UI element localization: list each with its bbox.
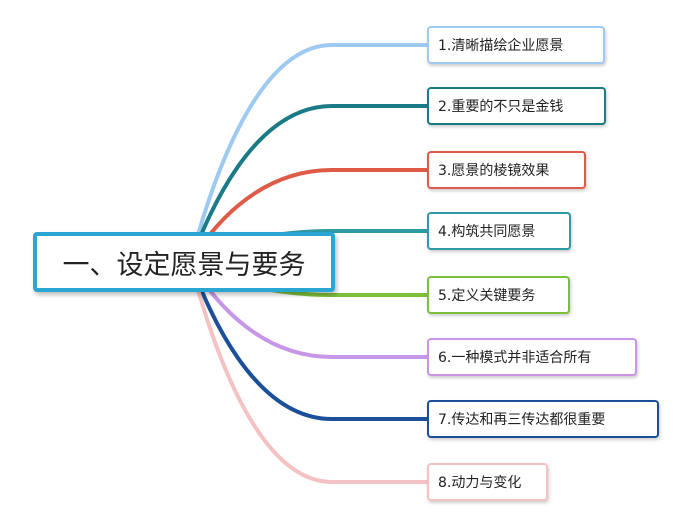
branch-topic-label: 1.清晰描绘企业愿景 (438, 38, 564, 54)
branch-topic-4[interactable]: 4.构筑共同愿景 (427, 212, 571, 250)
root-topic[interactable]: 一、设定愿景与要务 (33, 232, 335, 292)
branch-topic-label: 7.传达和再三传达都很重要 (438, 412, 606, 428)
branch-topic-6[interactable]: 6.一种模式并非适合所有 (427, 338, 637, 376)
branch-topic-label: 4.构筑共同愿景 (438, 224, 536, 240)
branch-topic-label: 6.一种模式并非适合所有 (438, 350, 592, 366)
branch-topic-2[interactable]: 2.重要的不只是金钱 (427, 87, 606, 125)
branch-topic-8[interactable]: 8.动力与变化 (427, 463, 548, 501)
branch-topic-label: 3.愿景的棱镜效果 (438, 163, 550, 179)
branch-topic-7[interactable]: 7.传达和再三传达都很重要 (427, 400, 659, 438)
branch-topic-label: 2.重要的不只是金钱 (438, 99, 564, 115)
root-topic-label: 一、设定愿景与要务 (62, 249, 306, 281)
branch-topic-5[interactable]: 5.定义关键要务 (427, 276, 570, 314)
branch-topic-label: 5.定义关键要务 (438, 288, 536, 304)
branch-topic-3[interactable]: 3.愿景的棱镜效果 (427, 151, 586, 189)
branch-topic-1[interactable]: 1.清晰描绘企业愿景 (427, 26, 605, 64)
branch-topic-label: 8.动力与变化 (438, 475, 522, 491)
